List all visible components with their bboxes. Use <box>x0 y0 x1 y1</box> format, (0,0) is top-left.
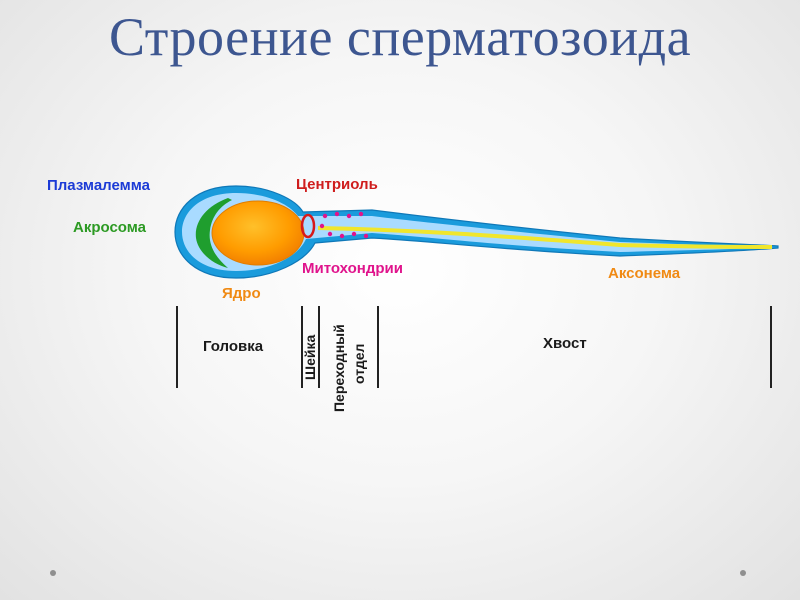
mitochondrion <box>319 223 325 229</box>
divider-tail-end <box>770 306 772 388</box>
divider-neck-end <box>318 306 320 388</box>
label-nucleus: Ядро <box>222 285 261 302</box>
mitochondrion <box>327 231 333 237</box>
label-centriole: Центриоль <box>296 176 378 193</box>
divider-head-start <box>176 306 178 388</box>
sperm-body <box>174 185 779 279</box>
mitochondrion <box>322 213 328 219</box>
centriole-ring <box>300 213 316 239</box>
section-midpiece-line2: отдел <box>351 343 367 384</box>
mitochondrion <box>346 213 352 219</box>
label-acrosome: Акросома <box>73 219 147 236</box>
label-plasmalemma: Плазмалемма <box>47 177 150 194</box>
mitochondrion <box>358 211 364 217</box>
mitochondrion <box>334 211 340 217</box>
mitochondrion <box>339 233 345 239</box>
section-head: Головка <box>203 338 264 355</box>
mitochondria-dots <box>319 211 369 239</box>
nucleus-core <box>211 200 305 266</box>
mitochondrion <box>351 231 357 237</box>
mitochondrion <box>363 233 369 239</box>
slide-title: Строение сперматозоида <box>108 7 692 67</box>
divider-head-end <box>301 306 303 388</box>
axoneme-filament <box>317 226 773 249</box>
cytoplasm <box>182 193 774 271</box>
label-axoneme: Аксонема <box>608 265 681 282</box>
divider-midpiece-end <box>377 306 379 388</box>
label-mitochondria: Митохондрии <box>302 260 403 277</box>
decor-dot-left <box>50 570 56 576</box>
decor-dot-right <box>740 570 746 576</box>
acrosome-cap <box>195 198 232 268</box>
section-neck: Шейка <box>302 334 318 380</box>
section-midpiece-line1: Переходный <box>331 324 347 412</box>
section-tail: Хвост <box>543 335 587 352</box>
